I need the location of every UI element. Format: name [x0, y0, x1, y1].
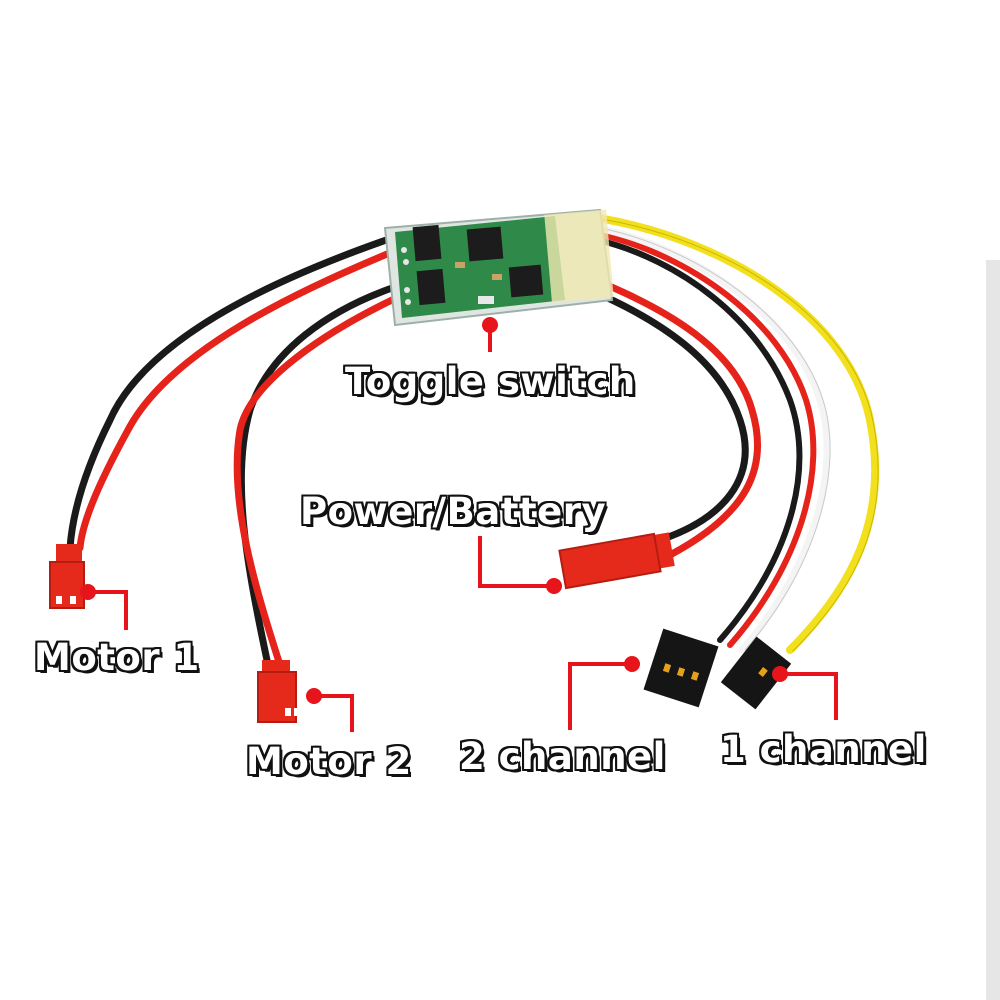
edge-shadow — [986, 260, 1000, 1000]
callout-channel-1 — [772, 666, 838, 720]
mcu-chip — [508, 264, 544, 298]
callout-toggle-switch — [482, 317, 498, 352]
motor-2-label: Motor 2 — [246, 740, 412, 783]
channel-1-wire — [594, 214, 880, 654]
toggle-switch-label: Toggle switch — [345, 360, 636, 403]
channel-1-label: 1 channel — [720, 728, 927, 771]
esc-board — [383, 208, 614, 327]
channel-2-label: 2 channel — [459, 735, 666, 778]
mosfet-chip-1 — [412, 224, 442, 262]
callout-channel-2 — [568, 656, 640, 730]
channel-1-servo-plug — [720, 636, 792, 710]
callout-motor-1 — [80, 584, 128, 630]
motor-1-label: Motor 1 — [34, 636, 200, 679]
channel-2-wires — [594, 224, 831, 654]
motor-2-connector — [257, 660, 300, 723]
motor-2-wires — [233, 284, 396, 669]
power-wires — [586, 274, 762, 559]
motor-1-wires — [66, 234, 396, 552]
callout-power — [478, 536, 562, 594]
power-battery-label: Power/Battery — [300, 490, 607, 533]
motor-1-connector — [49, 544, 85, 609]
power-connector — [558, 532, 675, 590]
driver-chip — [466, 226, 504, 262]
mosfet-chip-2 — [416, 268, 446, 306]
channel-2-servo-plug — [643, 628, 719, 708]
callout-motor-2 — [306, 688, 354, 732]
heat-shrink — [544, 209, 614, 303]
